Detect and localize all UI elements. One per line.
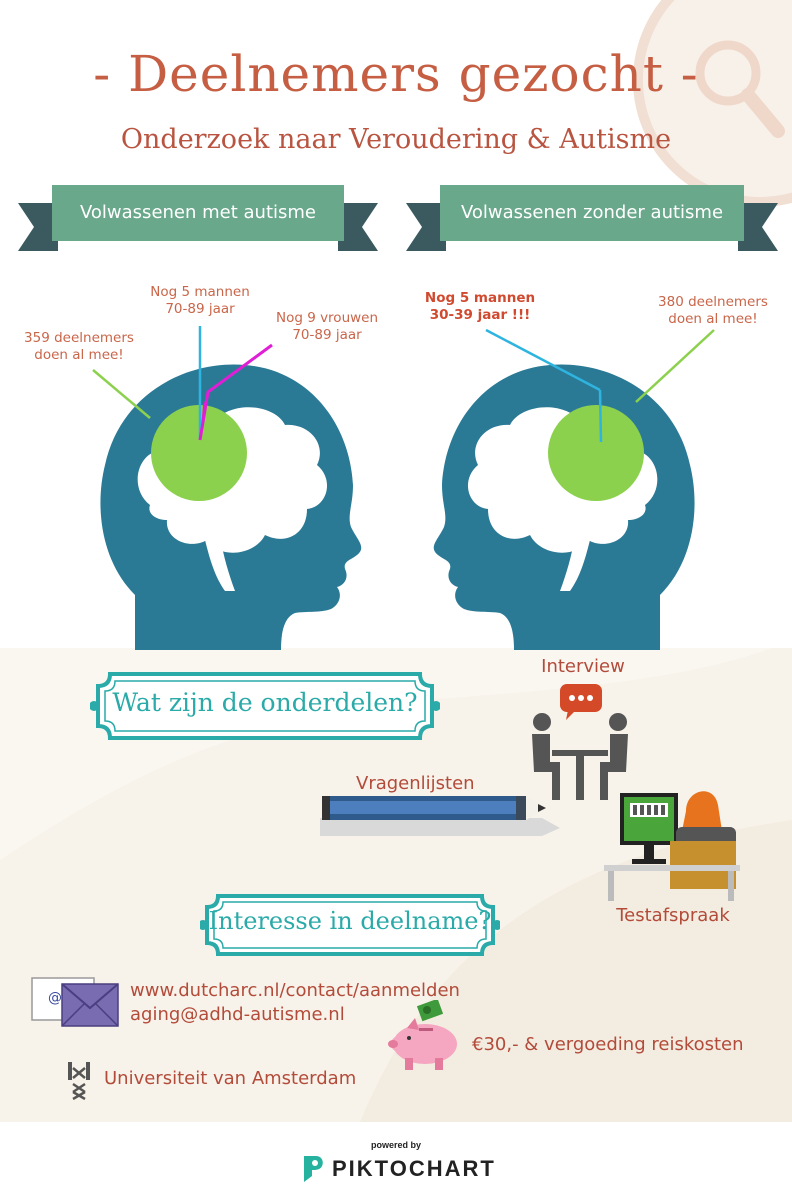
left-pointer-lines xyxy=(92,326,273,441)
interview-label: Interview xyxy=(541,656,625,677)
head-left-icon xyxy=(100,364,362,650)
page-subtitle: Onderzoek naar Veroudering & Autisme xyxy=(120,124,672,155)
ribbon-right-label: Volwassenen zonder autisme xyxy=(460,202,724,223)
magnifier-icon xyxy=(695,40,785,138)
contact-box-title: Interesse in deelname? xyxy=(208,907,492,935)
piktochart-logo-icon xyxy=(304,1156,323,1182)
university-name: Universiteit van Amsterdam xyxy=(104,1068,357,1089)
components-box-title: Wat zijn de onderdelen? xyxy=(112,688,418,717)
interview-icon xyxy=(532,684,628,800)
powered-by-text: powered by xyxy=(370,1140,421,1150)
email-at-symbol: @ xyxy=(48,990,62,1006)
reward-text: €30,- & vergoeding reiskosten xyxy=(472,1034,744,1055)
left-men-label: Nog 5 mannen 70-89 jaar xyxy=(150,284,250,317)
pencil-icon xyxy=(320,796,560,836)
email-icon: @ xyxy=(30,976,120,1028)
left-participants-label: 359 deelnemers doen al mee! xyxy=(24,330,134,363)
email-link[interactable]: aging@adhd-autisme.nl xyxy=(130,1004,345,1025)
university-logo-icon xyxy=(68,1062,90,1100)
piggy-bank-icon xyxy=(388,1000,457,1070)
right-participants-label: 380 deelnemers doen al mee! xyxy=(658,294,768,327)
questionnaires-label: Vragenlijsten xyxy=(356,773,475,794)
piktochart-brand[interactable]: PIKTOCHART xyxy=(332,1156,496,1181)
ribbon-left-label: Volwassenen met autisme xyxy=(80,202,316,223)
head-right-icon xyxy=(433,364,695,650)
page-title: - Deelnemers gezocht - xyxy=(93,45,699,103)
contact-box-frame xyxy=(200,894,500,956)
components-box-frame xyxy=(90,672,440,740)
right-pointer-lines xyxy=(485,328,715,443)
computer-test-icon xyxy=(604,791,740,901)
ribbon-left xyxy=(18,185,378,251)
right-men-label: Nog 5 mannen 30-39 jaar !!! xyxy=(424,290,536,323)
ribbon-right xyxy=(406,185,778,251)
website-link[interactable]: www.dutcharc.nl/contact/aanmelden xyxy=(130,980,460,1001)
test-appointment-label: Testafspraak xyxy=(616,905,730,926)
left-women-label: Nog 9 vrouwen 70-89 jaar xyxy=(275,310,379,343)
